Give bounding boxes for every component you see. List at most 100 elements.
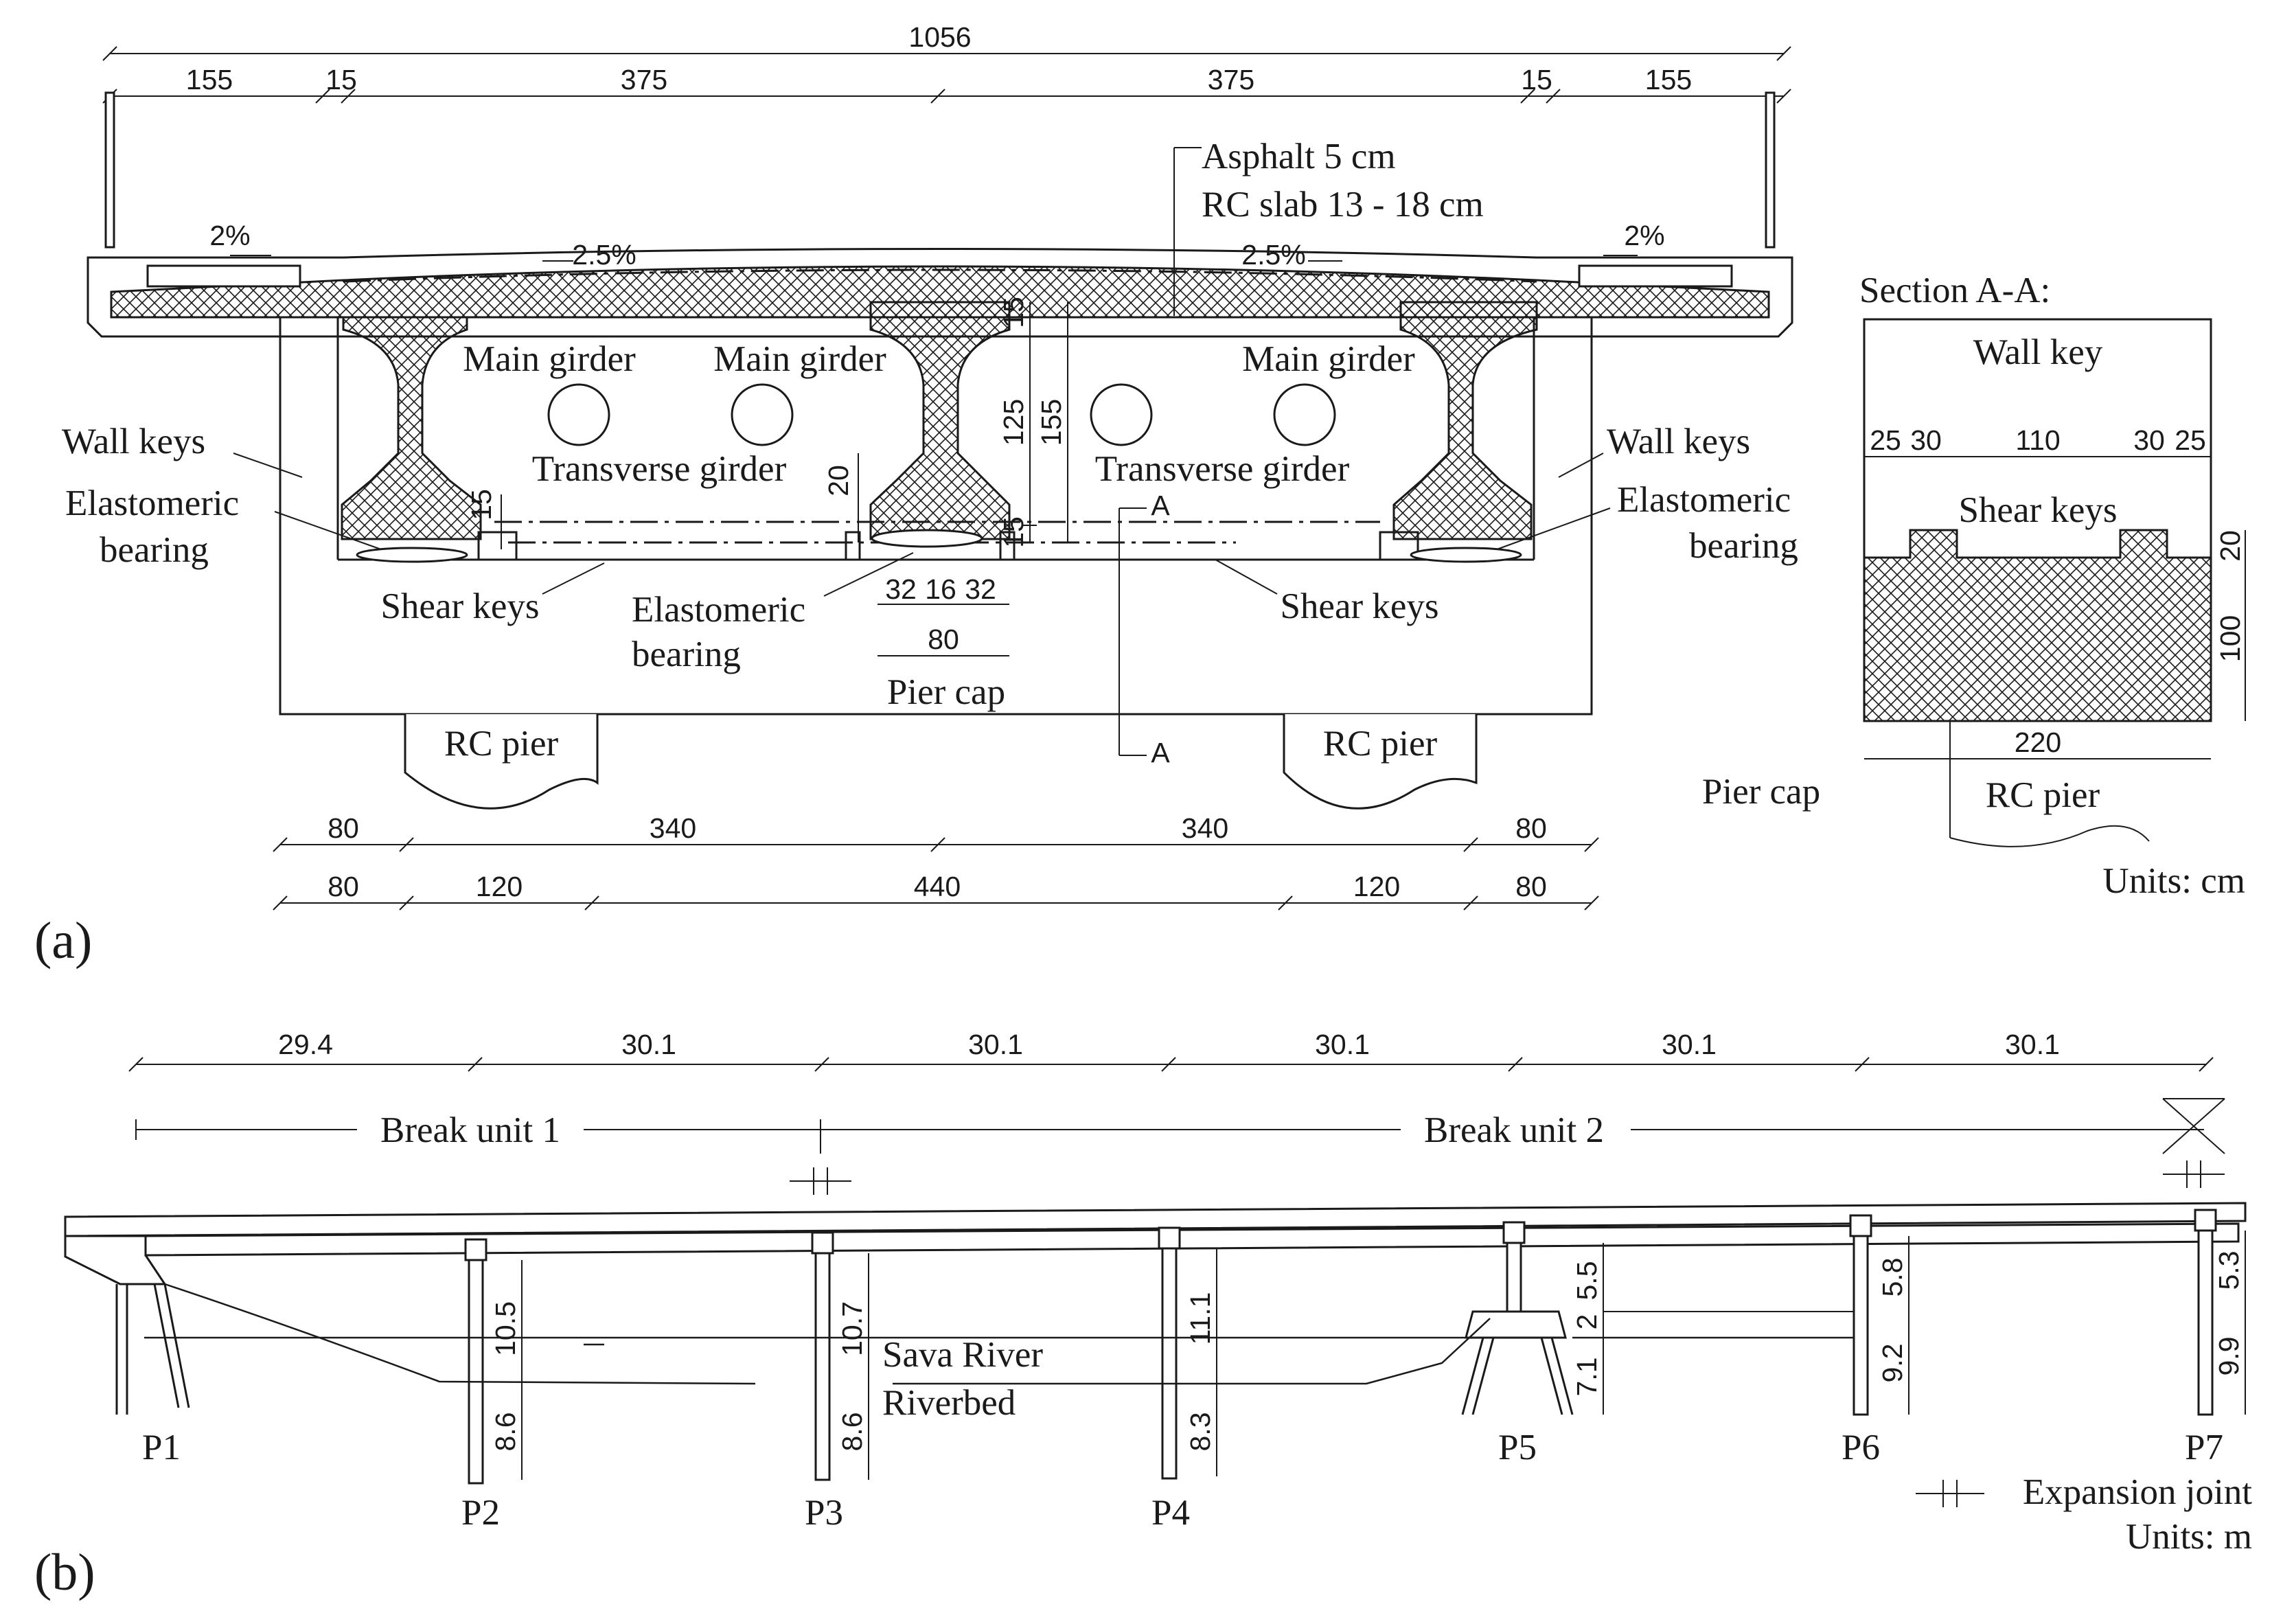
dim-b2-80-left: 80 — [328, 871, 359, 902]
label-elastomeric-left-1: Elastomeric — [65, 483, 239, 523]
label-rc-pier-left: RC pier — [444, 724, 559, 764]
break-unit-1: Break unit 1 — [380, 1110, 560, 1150]
section-aa-title: Section A-A: — [1859, 271, 2050, 310]
slope-left-2-5pct: 2.5% — [572, 239, 636, 271]
height-p5-a: 5.5 — [1571, 1261, 1603, 1301]
label-elastomeric-mid-1: Elastomeric — [632, 590, 805, 630]
legend-expansion-joint: Expansion joint — [2023, 1472, 2252, 1512]
label-section-a-bottom: A — [1151, 737, 1170, 768]
pier-label-p2: P2 — [461, 1493, 500, 1533]
note-rc-slab: RC slab 13 - 18 cm — [1202, 185, 1484, 225]
pier-label-p7: P7 — [2185, 1428, 2223, 1467]
section-aa-dim-30b: 30 — [2133, 424, 2165, 456]
section-aa-units: Units: cm — [2102, 861, 2245, 901]
section-aa-pier-cap: Pier cap — [1702, 772, 1820, 812]
dim-155-right: 155 — [1645, 64, 1692, 95]
label-main-girder-right: Main girder — [1242, 339, 1415, 379]
label-transverse-girder-left: Transverse girder — [532, 449, 787, 489]
span-ticks — [128, 1057, 2214, 1072]
section-aa-dim-20: 20 — [2214, 530, 2246, 562]
section-cut: A A — [1119, 490, 1170, 768]
pier-label-p4: P4 — [1151, 1493, 1190, 1533]
height-p7-upper: 5.3 — [2213, 1251, 2245, 1290]
slope-left-2pct: 2% — [209, 220, 250, 251]
dim-b1-80-right: 80 — [1515, 812, 1547, 844]
main-girder-left — [341, 316, 482, 540]
main-girders — [341, 301, 1538, 563]
dim-v-155: 155 — [1035, 399, 1067, 446]
height-p3-upper: 10.7 — [836, 1301, 868, 1356]
pier-heights: 10.5 8.6 10.7 8.6 11.1 8.3 5.5 2 7.1 5.8… — [490, 1231, 2246, 1480]
expansion-joint-symbols — [790, 1098, 2225, 1195]
label-shear-keys-right: Shear keys — [1280, 586, 1438, 626]
pier-label-p5: P5 — [1498, 1428, 1537, 1467]
section-aa-dim-220: 220 — [2015, 727, 2061, 758]
label-sava-river: Sava River — [882, 1335, 1043, 1375]
span-3: 30.1 — [968, 1029, 1023, 1060]
dim-v-15-bottom: 15 — [998, 516, 1029, 548]
dim-b1-340-right: 340 — [1182, 812, 1228, 844]
dim-15-left: 15 — [325, 64, 357, 95]
vertical-dimensions: 15 125 155 15 20 15 — [466, 297, 1068, 549]
pier-label-p3: P3 — [805, 1493, 843, 1533]
dim-15-right: 15 — [1521, 64, 1552, 95]
section-aa-dim-100: 100 — [2214, 615, 2246, 662]
dim-v-15-top: 15 — [998, 297, 1029, 328]
label-main-girder-left: Main girder — [463, 339, 636, 379]
dim-b2-80-right: 80 — [1515, 871, 1547, 902]
legend: Expansion joint Units: m — [1916, 1472, 2252, 1557]
dim-bearing-32b: 32 — [965, 573, 996, 605]
bottom-dimensions: 80 340 340 80 80 120 440 120 80 — [273, 812, 1599, 911]
height-p5-c: 7.1 — [1571, 1358, 1603, 1397]
panel-a: 1056 155 15 375 375 15 155 2% 2.5% — [34, 21, 1798, 970]
label-wall-keys-left: Wall keys — [62, 422, 205, 461]
label-pier-cap: Pier cap — [887, 672, 1005, 712]
railings — [104, 91, 1776, 249]
dim-v-20: 20 — [823, 465, 854, 496]
deck-profile — [64, 1202, 2247, 1285]
label-rc-pier-right: RC pier — [1323, 724, 1438, 764]
river: Sava River Riverbed — [144, 1283, 1854, 1423]
transverse-holes — [547, 383, 1336, 446]
span-5: 30.1 — [1662, 1029, 1717, 1060]
dim-b1-80-left: 80 — [328, 812, 359, 844]
piers — [115, 1209, 2217, 1485]
section-aa: Section A-A: Wall key 25 30 110 30 25 Sh… — [1702, 271, 2246, 901]
main-girder-center — [869, 301, 1011, 540]
label-elastomeric-mid-2: bearing — [632, 634, 741, 674]
dim-bearing-16: 16 — [925, 573, 956, 605]
panel-b-label: (b) — [34, 1544, 95, 1601]
height-p2-lower: 8.6 — [490, 1413, 521, 1452]
section-aa-dim-25b: 25 — [2175, 424, 2206, 456]
span-4: 30.1 — [1315, 1029, 1370, 1060]
dim-total-width: 1056 — [908, 21, 971, 53]
dim-v-125: 125 — [998, 399, 1029, 446]
label-transverse-girder-right: Transverse girder — [1095, 449, 1350, 489]
slope-labels: 2% 2.5% 2.5% 2% — [209, 220, 1664, 271]
main-girder-right — [1392, 301, 1538, 540]
dim-b2-120-left: 120 — [476, 871, 523, 902]
height-p4-lower: 8.3 — [1184, 1413, 1216, 1452]
section-aa-dim-110: 110 — [2015, 424, 2060, 456]
slope-right-2-5pct: 2.5% — [1241, 239, 1305, 271]
span-1: 29.4 — [278, 1029, 333, 1060]
section-aa-dim-30a: 30 — [1910, 424, 1942, 456]
dim-bearing-32a: 32 — [885, 573, 917, 605]
height-p7-lower: 9.9 — [2213, 1337, 2245, 1376]
dim-155-left: 155 — [186, 64, 233, 95]
dim-b2-440: 440 — [914, 871, 961, 902]
dim-bearing-80: 80 — [928, 624, 959, 655]
span-6: 30.1 — [2005, 1029, 2060, 1060]
label-shear-keys-left: Shear keys — [380, 586, 539, 626]
label-elastomeric-left-2: bearing — [100, 530, 209, 570]
top-dimensions: 1056 155 15 375 375 15 155 — [102, 21, 1791, 104]
panel-b: 29.4 30.1 30.1 30.1 30.1 30.1 Break unit… — [34, 1029, 2252, 1601]
dim-v-15-left: 15 — [466, 489, 497, 521]
section-aa-rc-pier: RC pier — [1986, 775, 2100, 815]
deck-slab — [87, 248, 1793, 338]
span-2: 30.1 — [621, 1029, 676, 1060]
section-aa-wall-key: Wall key — [1973, 332, 2103, 372]
label-wall-keys-right: Wall keys — [1607, 422, 1750, 461]
break-unit-2: Break unit 2 — [1424, 1110, 1604, 1150]
